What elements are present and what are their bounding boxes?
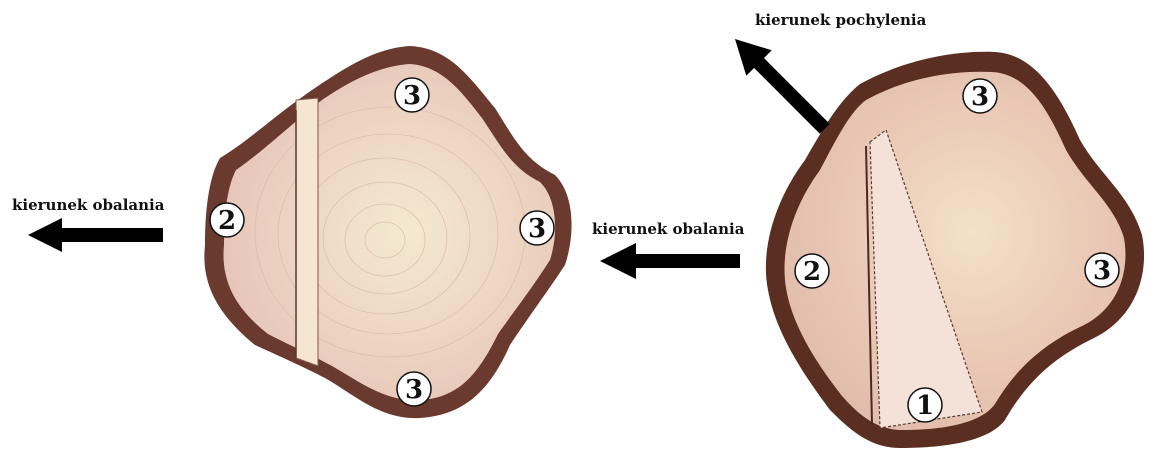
left-stump-hinge-strip (296, 98, 318, 366)
left-stump (204, 46, 571, 418)
svg-text:3: 3 (971, 82, 989, 112)
svg-text:3: 3 (528, 214, 546, 244)
right-felling-direction-label: kierunek obalania (592, 220, 745, 238)
marker-left-side: 2 (210, 203, 244, 237)
svg-text:2: 2 (218, 206, 236, 236)
left-felling-arrow (28, 218, 163, 252)
svg-text:1: 1 (916, 391, 934, 421)
right-stump (766, 52, 1144, 448)
left-felling-direction-label: kierunek obalania (12, 196, 165, 214)
marker-right-cut: 1 (908, 388, 942, 422)
marker-right-side: 2 (795, 254, 829, 288)
svg-text:3: 3 (1093, 256, 1111, 286)
svg-text:3: 3 (405, 375, 423, 405)
tilt-arrow (722, 26, 837, 141)
svg-text:2: 2 (803, 257, 821, 287)
right-felling-arrow (600, 243, 740, 279)
marker-left-top: 3 (395, 78, 429, 112)
svg-text:3: 3 (403, 81, 421, 111)
marker-left-bottom: 3 (397, 372, 431, 406)
marker-right-top: 3 (963, 79, 997, 113)
marker-left-right: 3 (520, 211, 554, 245)
marker-right-right: 3 (1085, 253, 1119, 287)
tilt-direction-label: kierunek pochylenia (755, 11, 927, 29)
